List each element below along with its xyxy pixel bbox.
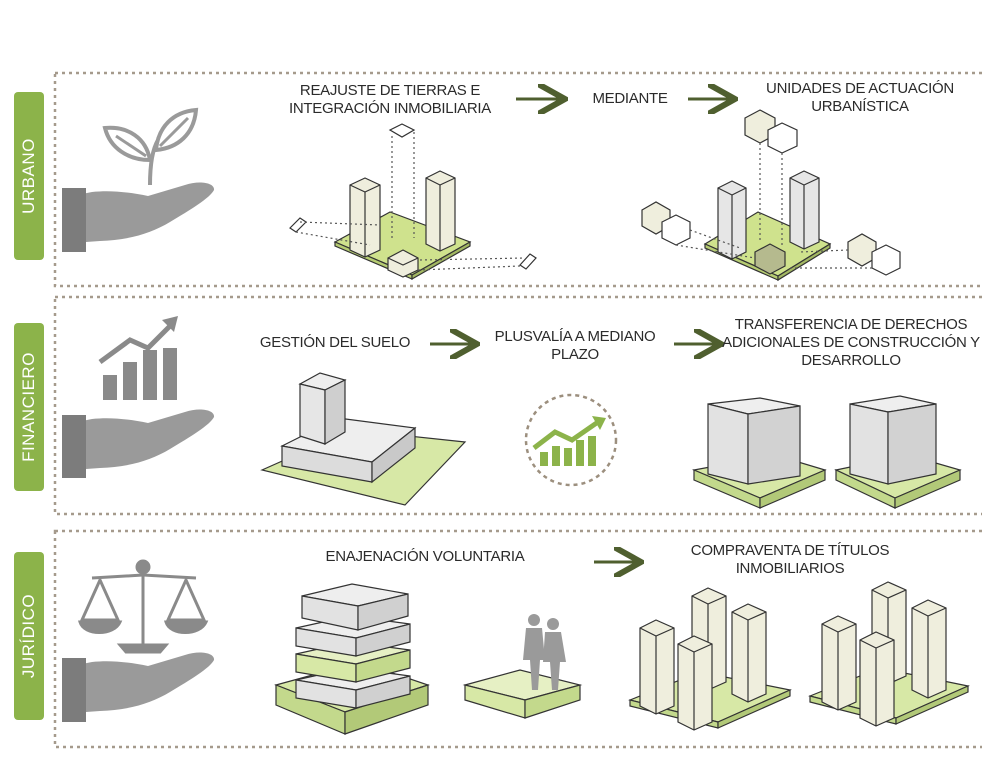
urbano-step3-label: UNIDADES DE ACTUACIÓN URBANÍSTICA <box>745 80 975 116</box>
financiero-illustration-2 <box>691 395 962 509</box>
urbano-step1-line2: INTEGRACIÓN INMOBILIARIA <box>289 100 491 117</box>
hand-icon-financiero <box>62 409 215 478</box>
urbano-step1-label: REAJUSTE DE TIERRAS E INTEGRACIÓN INMOBI… <box>270 82 510 118</box>
financiero-step2-label: PLUSVALÍA A MEDIANO PLAZO <box>485 328 665 364</box>
arrows <box>430 99 732 562</box>
tab-juridico-label: JURÍDICO <box>19 593 38 679</box>
urbano-step1-line1: REAJUSTE DE TIERRAS E <box>299 82 481 99</box>
tab-juridico: JURÍDICO <box>14 552 44 720</box>
plant-icon <box>102 107 199 186</box>
financiero-step3-label: TRANSFERENCIA DE DERECHOS ADICIONALES DE… <box>722 316 980 370</box>
growth-chart-circle-icon <box>524 393 618 487</box>
urbano-illustration-2 <box>641 109 901 282</box>
hand-icon-urbano <box>62 182 215 252</box>
juridico-section-frame <box>53 529 982 749</box>
financiero-step3-line3: DESARROLLO <box>801 352 901 369</box>
juridico-illustration-1 <box>274 583 583 735</box>
urbano-illustration-1 <box>289 123 537 281</box>
urbano-step3-line2: URBANÍSTICA <box>811 98 909 115</box>
juridico-illustration-2 <box>628 581 970 731</box>
tab-financiero-label: FINANCIERO <box>19 352 38 462</box>
people-silhouette-icon <box>523 614 566 690</box>
financiero-illustration-1 <box>260 372 467 506</box>
tab-financiero: FINANCIERO <box>14 323 44 491</box>
financiero-section-frame <box>53 295 982 516</box>
urbano-step3-line1: UNIDADES DE ACTUACIÓN <box>766 80 954 97</box>
urbano-section-frame <box>53 71 982 288</box>
financiero-step1-label: GESTIÓN DEL SUELO <box>259 334 411 351</box>
financiero-step2-line1: PLUSVALÍA A MEDIANO <box>494 328 656 345</box>
urbano-step2-label: MEDIANTE <box>592 90 668 107</box>
tab-urbano: URBANO <box>14 92 44 260</box>
hand-icon-juridico <box>62 652 215 722</box>
juridico-step2-line1: COMPRAVENTA DE TÍTULOS <box>690 542 890 559</box>
financiero-step2-line2: PLAZO <box>551 346 599 363</box>
juridico-step2-label: COMPRAVENTA DE TÍTULOS INMOBILIARIOS <box>680 542 900 578</box>
financiero-step3-line2: ADICIONALES DE CONSTRUCCIÓN Y <box>722 334 980 351</box>
tab-urbano-label: URBANO <box>19 138 38 214</box>
growth-bars-icon <box>98 316 178 400</box>
financiero-step3-line1: TRANSFERENCIA DE DERECHOS <box>734 316 968 333</box>
scales-icon <box>78 559 209 654</box>
juridico-step1-label: ENAJENACIÓN VOLUNTARIA <box>325 548 525 565</box>
juridico-step2-line2: INMOBILIARIOS <box>735 560 845 577</box>
